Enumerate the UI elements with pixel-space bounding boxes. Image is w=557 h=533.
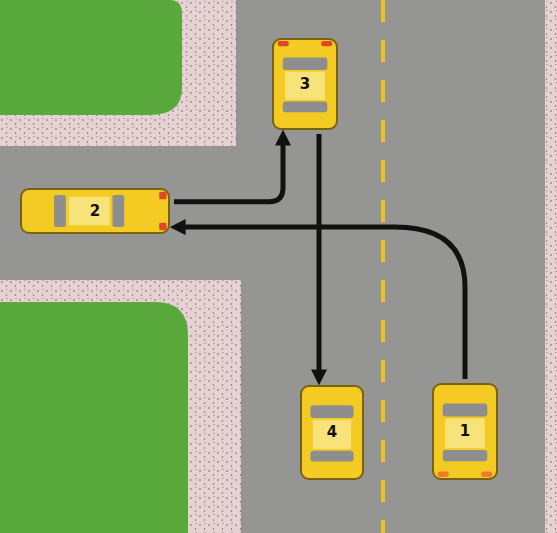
- lawn: [0, 302, 188, 533]
- callout-number: 1: [434, 424, 496, 439]
- callout-number: 4: [302, 425, 362, 440]
- taxi-car: 4: [300, 385, 364, 480]
- movement-arrow: [317, 134, 322, 379]
- taxi-car: 3: [272, 38, 338, 130]
- taxi-car: 1: [432, 383, 498, 480]
- sidewalk: [545, 0, 557, 533]
- lawn: [0, 0, 182, 115]
- center-line: [381, 0, 385, 533]
- callout-number: 2: [22, 204, 168, 219]
- sidewalk: [0, 280, 241, 533]
- taxi-car: 2: [20, 188, 170, 234]
- sidewalk: [0, 0, 236, 146]
- movement-arrow: [174, 136, 283, 202]
- callout-number: 3: [274, 77, 336, 92]
